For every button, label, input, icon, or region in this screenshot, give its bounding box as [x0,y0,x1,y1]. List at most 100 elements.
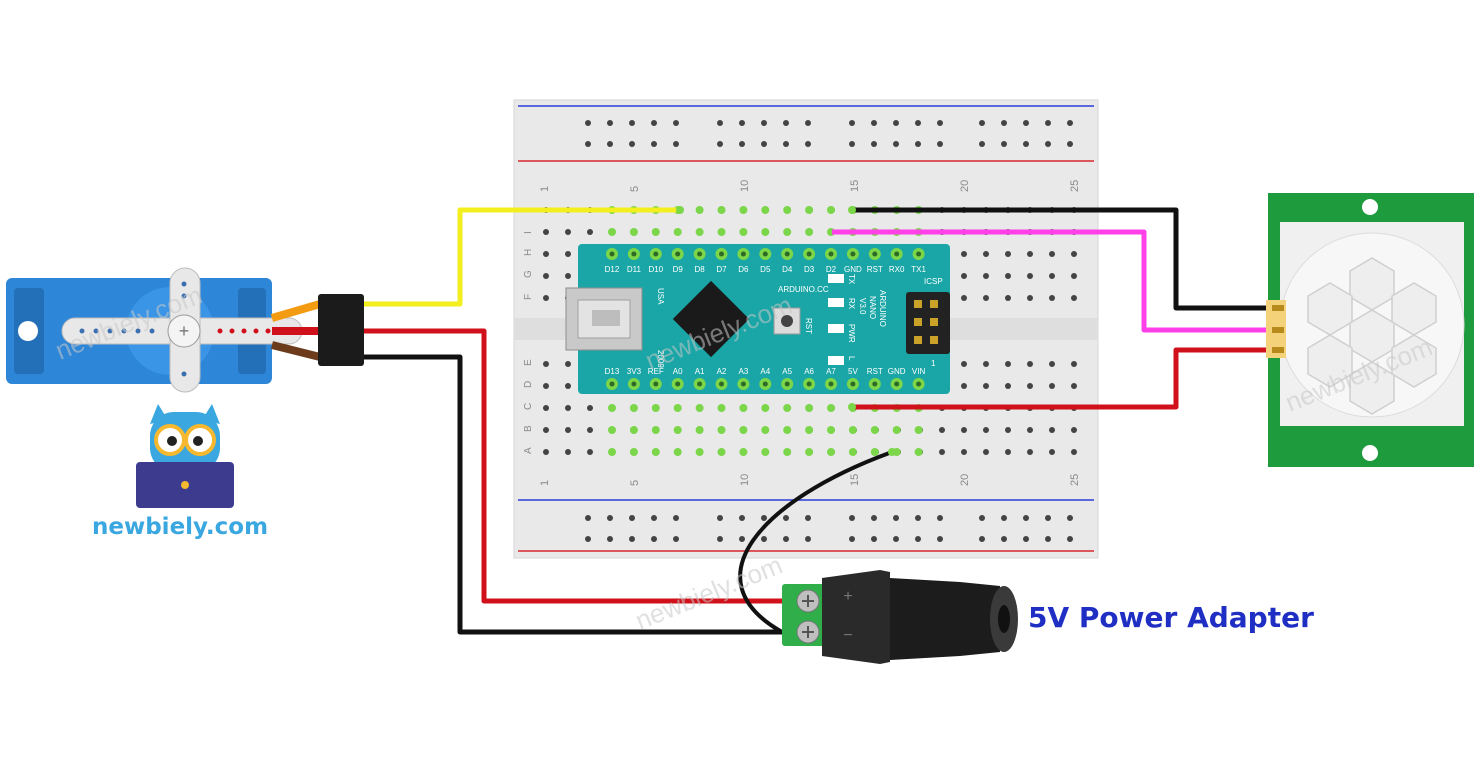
breadboard-hole [651,120,657,126]
servo-ground-wire [364,354,782,635]
breadboard-hole [1005,251,1011,257]
breadboard-active-hole [761,404,770,412]
breadboard-active-hole [827,426,835,434]
breadboard-hole [1049,427,1055,433]
svg-text:+: + [179,321,190,341]
breadboard-hole [1067,536,1073,542]
breadboard-hole [979,120,985,126]
breadboard-hole [979,515,985,521]
nano-bottom-pin-label: A7 [826,367,836,376]
row-letter-h: H [523,249,534,256]
row-letter-i: I [523,231,534,234]
icsp-pin1-label: 1 [931,359,936,368]
breadboard-hole [739,120,745,126]
nano-pin-hole [631,251,637,257]
nano-bottom-pin-label: REF [648,367,664,376]
breadboard-active-hole [651,426,660,434]
nano-top-pin-label: RX0 [889,265,905,274]
breadboard-active-hole [827,448,835,456]
breadboard-hole [1023,536,1029,542]
breadboard-active-hole [608,426,616,434]
breadboard-hole [805,536,811,542]
breadboard-hole [915,141,921,147]
breadboard-hole [1045,120,1051,126]
breadboard-hole [783,536,789,542]
breadboard-active-hole [783,206,792,214]
breadboard-hole [783,515,789,521]
breadboard-hole [587,405,593,411]
breadboard-hole [1001,536,1007,542]
breadboard-hole [607,515,613,521]
breadboard-hole [983,251,989,257]
breadboard-hole [915,120,921,126]
column-number-5: 5 [629,186,641,192]
nano-top-pin-label: D12 [605,265,620,274]
breadboard-hole [937,120,943,126]
nano-pin-hole [916,251,922,257]
column-number-15: 15 [849,180,861,192]
breadboard-hole [607,141,613,147]
breadboard-hole [1027,251,1033,257]
breadboard-hole [1071,273,1077,279]
arduino-ground-wire [738,450,893,634]
nano-top-pin-label: D2 [826,265,837,274]
breadboard-hole [1071,361,1077,367]
nano-bottom-pin-label: A5 [782,367,792,376]
nano-pin-hole [762,251,768,257]
nano-pin-hole [784,381,790,387]
breadboard-hole [565,273,571,279]
nano-bottom-pin-label: RST [867,367,883,376]
breadboard-hole [1071,449,1077,455]
breadboard-hole [673,141,679,147]
breadboard-active-hole [892,426,901,434]
breadboard-active-hole [717,404,726,412]
breadboard-labels: 1 5 10 15 20 25 1 5 10 15 20 25 J I H G … [523,180,1081,486]
nano-bottom-pin-label: A2 [717,367,727,376]
breadboard-hole [543,427,549,433]
breadboard-hole [761,536,767,542]
nano-pin-hole [894,251,900,257]
nano-bottom-pin-label: A1 [695,367,705,376]
nano-pin-hole [653,381,659,387]
breadboard-hole [871,536,877,542]
breadboard-active-hole [827,206,835,214]
breadboard-hole [761,141,767,147]
nano-bottom-pin-label: GND [888,367,906,376]
led-label-l: L [847,356,856,361]
breadboard-hole [915,536,921,542]
breadboard-active-hole [914,448,923,456]
breadboard-active-hole [761,206,770,214]
breadboard-active-hole [651,404,660,412]
breadboard-hole [1027,383,1033,389]
breadboard-hole [565,251,571,257]
breadboard-active-hole [761,426,770,434]
adapter-minus-label: − [843,627,852,644]
breadboard-active-hole [848,426,857,434]
breadboard-hole [893,141,899,147]
icsp-label: ICSP [924,277,943,286]
nano-pin-hole [675,251,681,257]
servo-motor-icon: + [6,267,364,393]
board-name-line-1: ARDUINO [878,290,887,327]
breadboard-active-hole [783,404,792,412]
breadboard-hole [979,141,985,147]
breadboard-hole [983,383,989,389]
breadboard-hole [961,273,967,279]
breadboard-hole [1049,273,1055,279]
breadboard-hole [543,251,549,257]
breadboard-hole [543,361,549,367]
breadboard-active-hole [914,426,923,434]
nano-pin-hole [850,251,856,257]
breadboard-hole [673,536,679,542]
column-number-25: 25 [1069,180,1081,192]
nano-pin-hole [828,381,834,387]
breadboard-active-hole [629,426,638,434]
nano-pin-hole [850,381,856,387]
column-number-5-bottom: 5 [629,480,641,486]
power-adapter-caption: 5V Power Adapter [1028,601,1314,634]
breadboard-hole [1045,536,1051,542]
breadboard-hole [1001,120,1007,126]
breadboard-active-hole [805,404,814,412]
